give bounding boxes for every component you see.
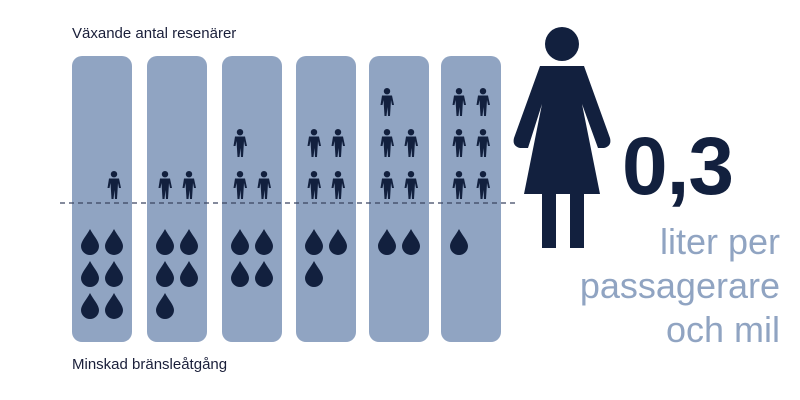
travelers-caption: Växande antal resenärer [72, 25, 237, 42]
column-panel [147, 56, 207, 342]
divider-line [60, 202, 518, 204]
drop-icon [180, 229, 198, 255]
person-icon [380, 88, 394, 116]
drop-icon [105, 261, 123, 287]
drop-icon [81, 229, 99, 255]
person-icon [380, 129, 394, 157]
unit-line-1: liter per [659, 221, 780, 262]
drop-icon [378, 229, 396, 255]
drop-icon [81, 261, 99, 287]
person-icon [233, 129, 247, 157]
column-panel [222, 56, 282, 342]
fuel-caption: Minskad bränsleåtgång [72, 356, 228, 373]
column-icons [231, 129, 273, 287]
person-icon [476, 171, 490, 199]
value-unit: liter per passagerare och mil [540, 220, 780, 352]
drop-icon [156, 261, 174, 287]
drop-icon [255, 229, 273, 255]
column-icons [156, 171, 198, 319]
drop-icon [156, 229, 174, 255]
person-icon [182, 171, 196, 199]
drop-icon [81, 293, 99, 319]
column-panel [296, 56, 356, 342]
unit-line-3: och mil [665, 309, 780, 350]
drop-icon [450, 229, 468, 255]
drop-icon [255, 261, 273, 287]
person-icon [107, 171, 121, 199]
column-panel [369, 56, 429, 342]
person-icon [331, 129, 345, 157]
column-icons [450, 88, 490, 255]
column-panel [72, 56, 132, 342]
column-panel [441, 56, 501, 342]
person-icon [476, 129, 490, 157]
person-icon [233, 171, 247, 199]
drop-icon [305, 261, 323, 287]
woman-icon [513, 27, 611, 248]
person-icon [476, 88, 490, 116]
person-icon [452, 129, 466, 157]
person-icon [452, 88, 466, 116]
drop-icon [329, 229, 347, 255]
person-icon [452, 171, 466, 199]
person-icon [404, 171, 418, 199]
column-icons [305, 129, 347, 287]
drop-icon [105, 293, 123, 319]
drop-icon [231, 261, 249, 287]
person-icon [158, 171, 172, 199]
drop-icon [105, 229, 123, 255]
person-icon [331, 171, 345, 199]
person-icon [257, 171, 271, 199]
column-icons [378, 88, 420, 255]
value-number: 0,3 [622, 121, 734, 212]
drop-icon [231, 229, 249, 255]
unit-line-2: passagerare [579, 265, 780, 306]
person-icon [380, 171, 394, 199]
drop-icon [402, 229, 420, 255]
column-icons [81, 171, 123, 319]
person-icon [307, 171, 321, 199]
drop-icon [305, 229, 323, 255]
drop-icon [180, 261, 198, 287]
person-icon [307, 129, 321, 157]
person-icon [404, 129, 418, 157]
drop-icon [156, 293, 174, 319]
